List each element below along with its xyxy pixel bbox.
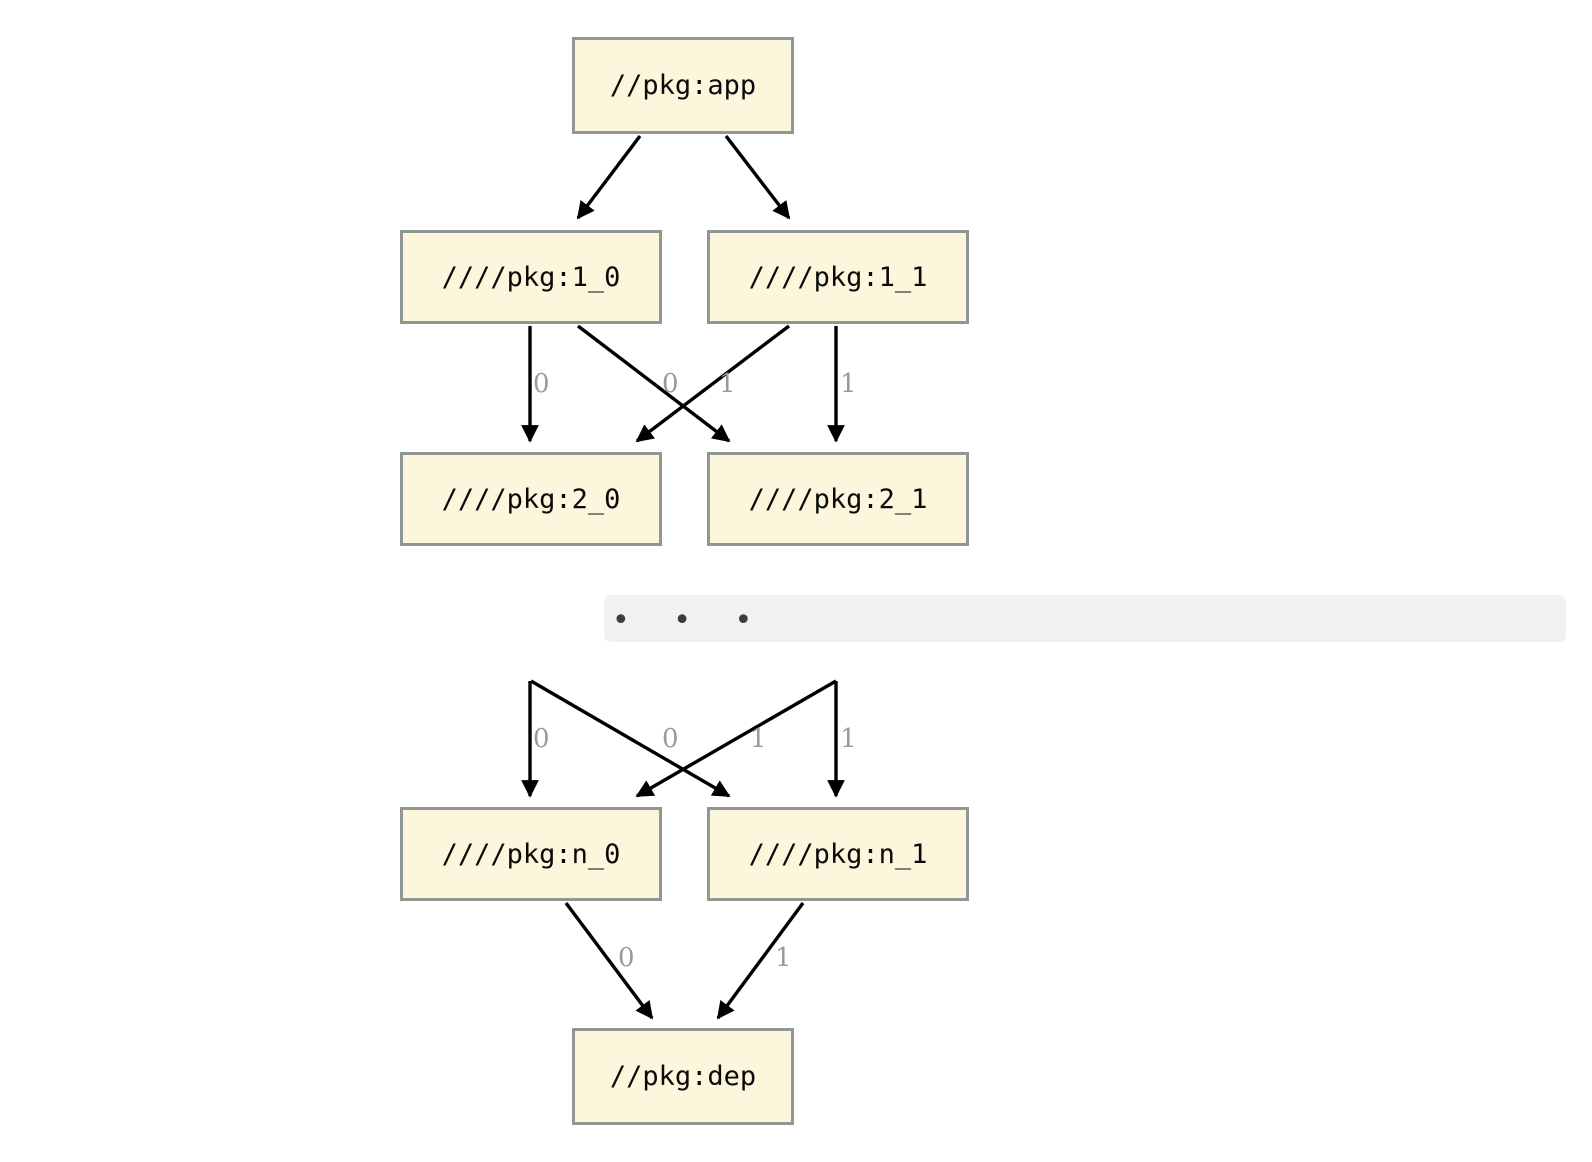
truncation-ellipsis-band: • • • (604, 595, 1566, 642)
node-dep[interactable]: //pkg:dep (572, 1028, 794, 1125)
node-n_0[interactable]: ////pkg:n_0 (400, 807, 662, 901)
edge-label-n_0-dep: 0 (618, 943, 635, 973)
node-2_0[interactable]: ////pkg:2_0 (400, 452, 662, 546)
edge-1_1-to-2_0 (635, 324, 791, 443)
node-app[interactable]: //pkg:app (572, 37, 794, 134)
node-label-dep: //pkg:dep (609, 1061, 757, 1092)
edge-n_0-to-dep (564, 901, 654, 1020)
edge-clipped0-to-n_1 (530, 679, 731, 798)
node-n_1[interactable]: ////pkg:n_1 (707, 807, 969, 901)
edge-label-1_1-2_0: 1 (719, 369, 736, 399)
edge-app-to-1_1 (724, 134, 791, 220)
node-label-n_1: ////pkg:n_1 (748, 838, 928, 870)
edge-label-clipped0-n_1: 0 (662, 724, 679, 754)
edge-label-1_0-2_1: 0 (662, 369, 679, 399)
edge-clipped1-to-n_0 (635, 679, 837, 798)
node-label-1_1: ////pkg:1_1 (748, 261, 928, 293)
node-label-2_1: ////pkg:2_1 (748, 483, 928, 515)
node-label-app: //pkg:app (609, 70, 757, 101)
edge-label-clipped0-n_0: 0 (533, 724, 550, 754)
node-1_0[interactable]: ////pkg:1_0 (400, 230, 662, 324)
node-label-n_0: ////pkg:n_0 (441, 838, 621, 870)
node-2_1[interactable]: ////pkg:2_1 (707, 452, 969, 546)
edge-label-clipped1-n_1: 1 (840, 724, 857, 754)
edge-label-1_0-2_0: 0 (533, 369, 550, 399)
edge-label-clipped1-n_0: 1 (750, 724, 767, 754)
node-label-1_0: ////pkg:1_0 (441, 261, 621, 293)
edge-app-to-1_0 (576, 134, 642, 220)
node-label-2_0: ////pkg:2_0 (441, 483, 621, 515)
node-1_1[interactable]: ////pkg:1_1 (707, 230, 969, 324)
ellipsis-dots: • • • (612, 603, 770, 638)
edge-n_1-to-dep (716, 901, 805, 1020)
edge-label-n_1-dep: 1 (775, 943, 792, 973)
edge-label-1_1-2_1: 1 (840, 369, 857, 399)
edge-1_0-to-2_1 (576, 324, 731, 443)
